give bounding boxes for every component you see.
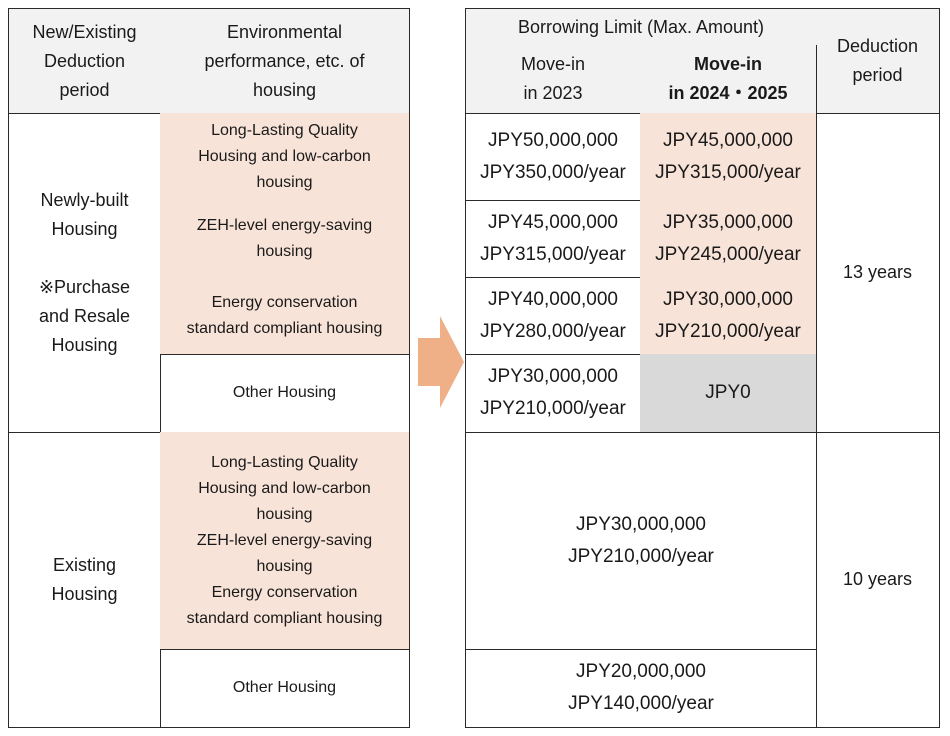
newly-built-label: Newly-built Housing ※Purchase and Resale… [8,113,161,433]
limit-amount: JPY0 [705,382,751,403]
header-borrowing-limit: Borrowing Limit (Max. Amount) [465,8,817,46]
deduction-period-new: 13 years [816,113,940,433]
limit-2023-row-4: JPY30,000,000 JPY210,000/year [465,354,641,433]
limit-amount: JPY30,000,000 [488,366,618,387]
annual-deduction: JPY280,000/year [480,320,626,342]
limit-2023-row-2: JPY45,000,000 JPY315,000/year [465,200,641,278]
annual-deduction: JPY140,000/year [568,693,714,714]
limit-2023-row-1: JPY50,000,000 JPY350,000/year [465,113,641,201]
annual-deduction: JPY350,000/year [480,161,626,183]
limit-2024-row-3: JPY30,000,000 JPY210,000/year [640,277,817,355]
env-long-lasting: Long-Lasting Quality Housing and low-car… [160,113,410,201]
env-existing-efficient: Long-Lasting Quality Housing and low-car… [160,432,410,650]
limit-amount: JPY20,000,000 [576,661,706,682]
limit-amount: JPY35,000,000 [663,211,793,233]
annual-deduction: JPY245,000/year [655,243,801,265]
limit-2024-row-2: JPY35,000,000 JPY245,000/year [640,200,817,278]
annual-deduction: JPY210,000/year [568,545,714,567]
limit-amount: JPY30,000,000 [663,288,793,310]
limit-2023-row-3: JPY40,000,000 JPY280,000/year [465,277,641,355]
annual-deduction: JPY315,000/year [480,243,626,265]
annual-deduction: JPY210,000/year [480,398,626,419]
right-arrow-icon [418,316,464,408]
header-type: New/Existing Deduction period [8,8,161,114]
env-energy-conservation: Energy conservation standard compliant h… [160,277,410,355]
header-move-in-2024-2025: Move-in in 2024・2025 [640,45,817,114]
deduction-period-existing: 10 years [816,432,940,728]
header-deduction-period: Deduction period [816,8,940,114]
env-other-new: Other Housing [160,354,410,433]
limit-amount: JPY30,000,000 [576,513,706,535]
header-env-performance: Environmental performance, etc. of housi… [160,8,410,114]
limit-amount: JPY45,000,000 [488,211,618,233]
annual-deduction: JPY315,000/year [655,161,801,183]
limit-existing-efficient: JPY30,000,000 JPY210,000/year [465,432,817,650]
limit-2024-row-4: JPY0 [640,354,817,433]
annual-deduction: JPY210,000/year [655,320,801,342]
existing-label: Existing Housing [8,432,161,728]
env-zeh: ZEH-level energy-saving housing [160,200,410,278]
limit-2024-row-1: JPY45,000,000 JPY315,000/year [640,113,817,201]
header-move-in-2023: Move-in in 2023 [465,45,641,114]
limit-existing-other: JPY20,000,000 JPY140,000/year [465,649,817,728]
limit-amount: JPY45,000,000 [663,129,793,151]
limit-amount: JPY40,000,000 [488,288,618,310]
limit-amount: JPY50,000,000 [488,129,618,151]
env-other-existing: Other Housing [160,649,410,728]
